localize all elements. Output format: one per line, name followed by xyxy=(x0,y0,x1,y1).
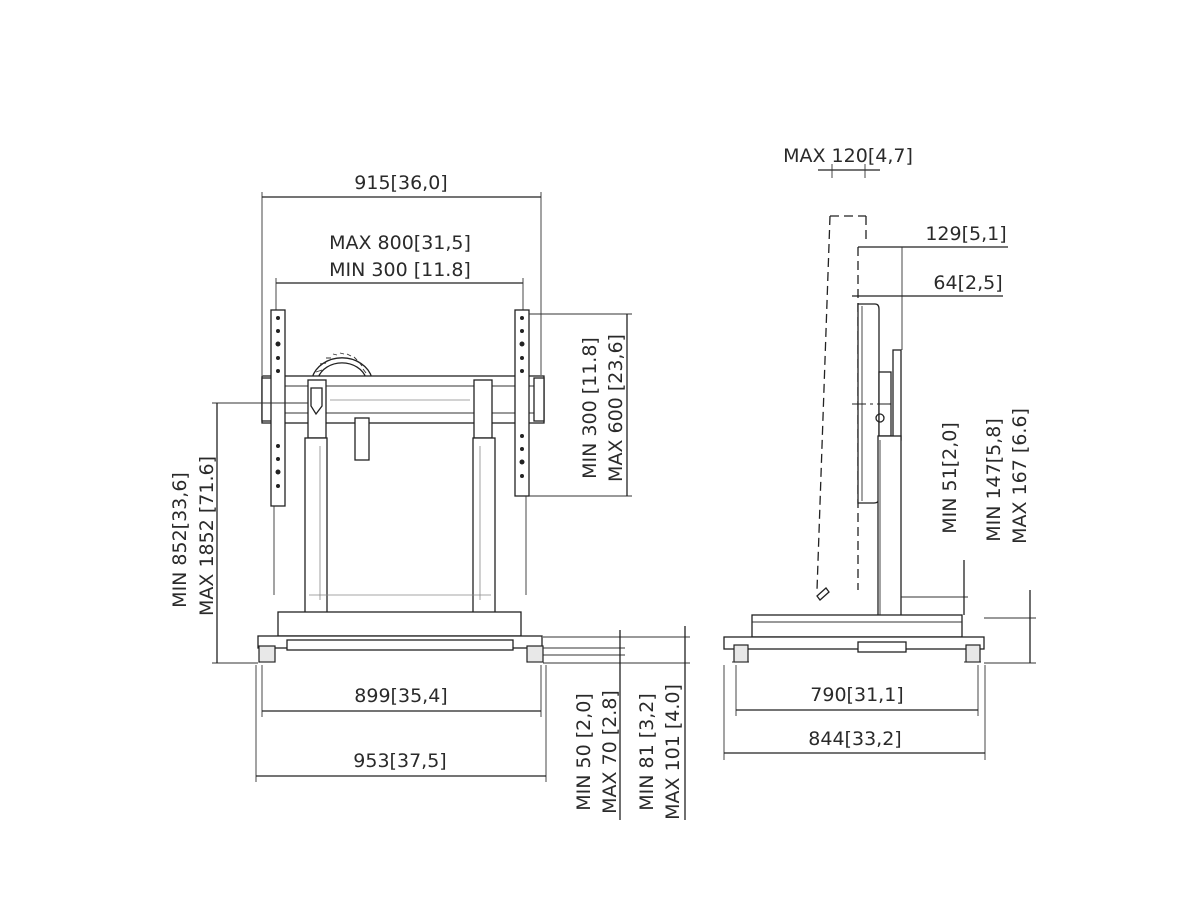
label-vesa-min: MIN 300 [11.8] xyxy=(579,337,601,479)
dim-clearance: MIN 51[2,0] MIN 147[5,8] MAX 167 [6.6] xyxy=(901,408,1036,664)
front-view: 915[36,0] MAX 800[31,5] MIN 300 [11.8] xyxy=(169,172,690,820)
base-front xyxy=(257,611,544,663)
label-tilt-max: MAX 120[4,7] xyxy=(783,145,913,167)
label-depth-64: 64[2,5] xyxy=(933,272,1002,294)
label-foot-max: MAX 70 [2.8] xyxy=(599,690,621,814)
crossbar xyxy=(261,375,545,424)
dim-wall-mount: MAX 800[31,5] MIN 300 [11.8] xyxy=(275,232,524,310)
dim-base-height: MIN 50 [2,0] MAX 70 [2.8] MIN 81 [3,2] M… xyxy=(543,626,690,820)
label-depth-129: 129[5,1] xyxy=(925,223,1006,245)
dim-tilt-max: MAX 120[4,7] xyxy=(783,145,913,178)
label-width-total: 915[36,0] xyxy=(354,172,447,194)
vesa-arm-left xyxy=(270,309,286,595)
cable-coil xyxy=(311,352,373,379)
label-vesa-max: MAX 600 [23,6] xyxy=(605,334,627,482)
dim-depth: 129[5,1] 64[2,5] xyxy=(852,223,1008,350)
dim-base-width-side: 790[31,1] 844[33,2] xyxy=(723,665,986,760)
label-base-outer: 953[37,5] xyxy=(353,750,446,772)
label-base-outer-side: 844[33,2] xyxy=(808,728,901,750)
vesa-arm-right xyxy=(514,309,530,595)
label-foot-min: MIN 50 [2,0] xyxy=(573,693,595,811)
side-view: MAX 120[4,7] 129[5,1] 64[2,5] xyxy=(723,145,1036,760)
label-arm-min: MIN 147[5,8] xyxy=(983,418,1005,542)
label-height-max: MAX 1852 [71.6] xyxy=(196,456,218,616)
label-clearance-min: MIN 51[2,0] xyxy=(939,422,961,533)
dim-base-width: 899[35,4] 953[37,5] xyxy=(255,665,547,782)
display-panel xyxy=(852,303,892,504)
label-wall-mount-max: MAX 800[31,5] xyxy=(329,232,471,254)
label-wall-mount-min: MIN 300 [11.8] xyxy=(329,259,471,281)
label-base-inner: 899[35,4] xyxy=(354,685,447,707)
label-base-height-max: MAX 101 [4.0] xyxy=(662,684,684,820)
dim-height: MIN 852[33,6] MAX 1852 [71.6] xyxy=(169,402,308,664)
label-base-height-min: MIN 81 [3,2] xyxy=(636,693,658,811)
columns xyxy=(304,379,496,615)
label-arm-max: MAX 167 [6.6] xyxy=(1009,408,1031,544)
label-base-inner-side: 790[31,1] xyxy=(810,684,903,706)
base-side xyxy=(723,614,985,663)
dim-vesa-height: MIN 300 [11.8] MAX 600 [23,6] xyxy=(529,313,632,497)
label-height-min: MIN 852[33,6] xyxy=(169,472,191,608)
dim-width-total: 915[36,0] xyxy=(261,172,542,375)
